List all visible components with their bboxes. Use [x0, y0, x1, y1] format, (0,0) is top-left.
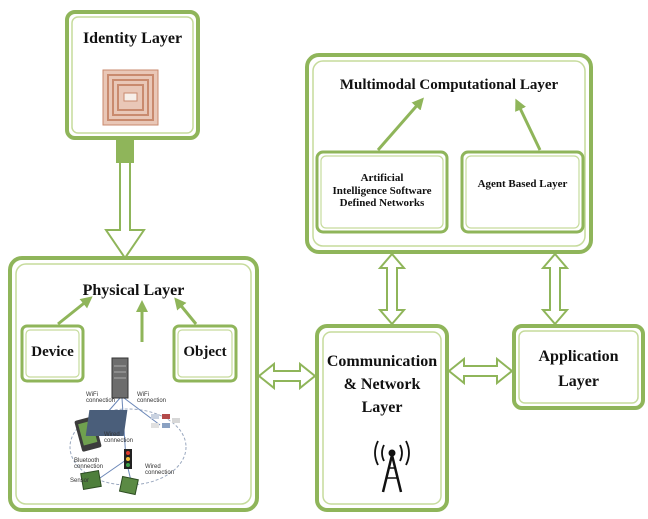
ai-to-multimodal-arrow — [376, 97, 424, 151]
ai-sdn-label: Artificial Intelligence Software Defined… — [317, 172, 447, 210]
device-label: Device — [31, 344, 74, 360]
device-to-physical-arrow — [57, 296, 93, 326]
comm-line-2: & Network — [343, 376, 421, 394]
ai-sdn-line-3: Defined Networks — [339, 197, 425, 210]
physical-comm-arrow — [257, 361, 317, 391]
physical-layer-label: Physical Layer — [82, 282, 185, 299]
sensor-label: Sensor — [70, 478, 90, 484]
traffic-light-icon — [124, 449, 132, 469]
communication-layer-label: Communication & Network Layer — [317, 350, 447, 420]
application-layer-box — [512, 324, 645, 410]
agent-to-multimodal-arrow — [515, 98, 542, 151]
object-to-physical-arrow — [174, 297, 198, 325]
ai-sdn-box — [315, 150, 449, 234]
device-box — [20, 324, 85, 383]
comm-line-1: Communication — [326, 353, 438, 370]
comm-line-3: Layer — [361, 399, 403, 417]
comm-app-arrow — [447, 356, 514, 386]
object-label: Object — [183, 344, 227, 360]
communication-layer-box — [315, 324, 449, 512]
object-box — [172, 324, 238, 383]
identity-layer-label: Identity Layer — [82, 30, 183, 47]
wired-bottom-label: Wired connection — [145, 464, 175, 476]
identity-to-physical-arrow — [104, 139, 146, 260]
wired-mid-label: Wired connection — [104, 432, 134, 444]
multimodal-layer-label: Multimodal Computational Layer — [339, 77, 559, 93]
bluetooth-label: Bluetooth connection — [74, 458, 104, 470]
sensor-board-icon — [80, 469, 139, 496]
ai-sdn-line-1: Artificial — [360, 172, 404, 184]
parking-lot-icon — [85, 410, 180, 436]
app-multimodal-arrow — [540, 252, 570, 326]
app-line-1: Application — [538, 348, 619, 365]
ai-sdn-line-2: Intelligence Software — [332, 184, 432, 197]
wifi-left-label: WiFi connection — [86, 392, 116, 404]
wifi-right-label: WiFi connection — [137, 392, 167, 404]
comm-multimodal-arrow — [377, 252, 407, 326]
agent-layer-label: Agent Based Layer — [477, 178, 568, 190]
rfid-tag-icon — [102, 69, 159, 126]
app-line-2: Layer — [558, 372, 599, 390]
server-icon — [111, 357, 129, 399]
cell-tower-icon — [374, 440, 410, 493]
agent-layer-box — [460, 150, 585, 234]
application-layer-label: Application Layer — [514, 345, 643, 395]
